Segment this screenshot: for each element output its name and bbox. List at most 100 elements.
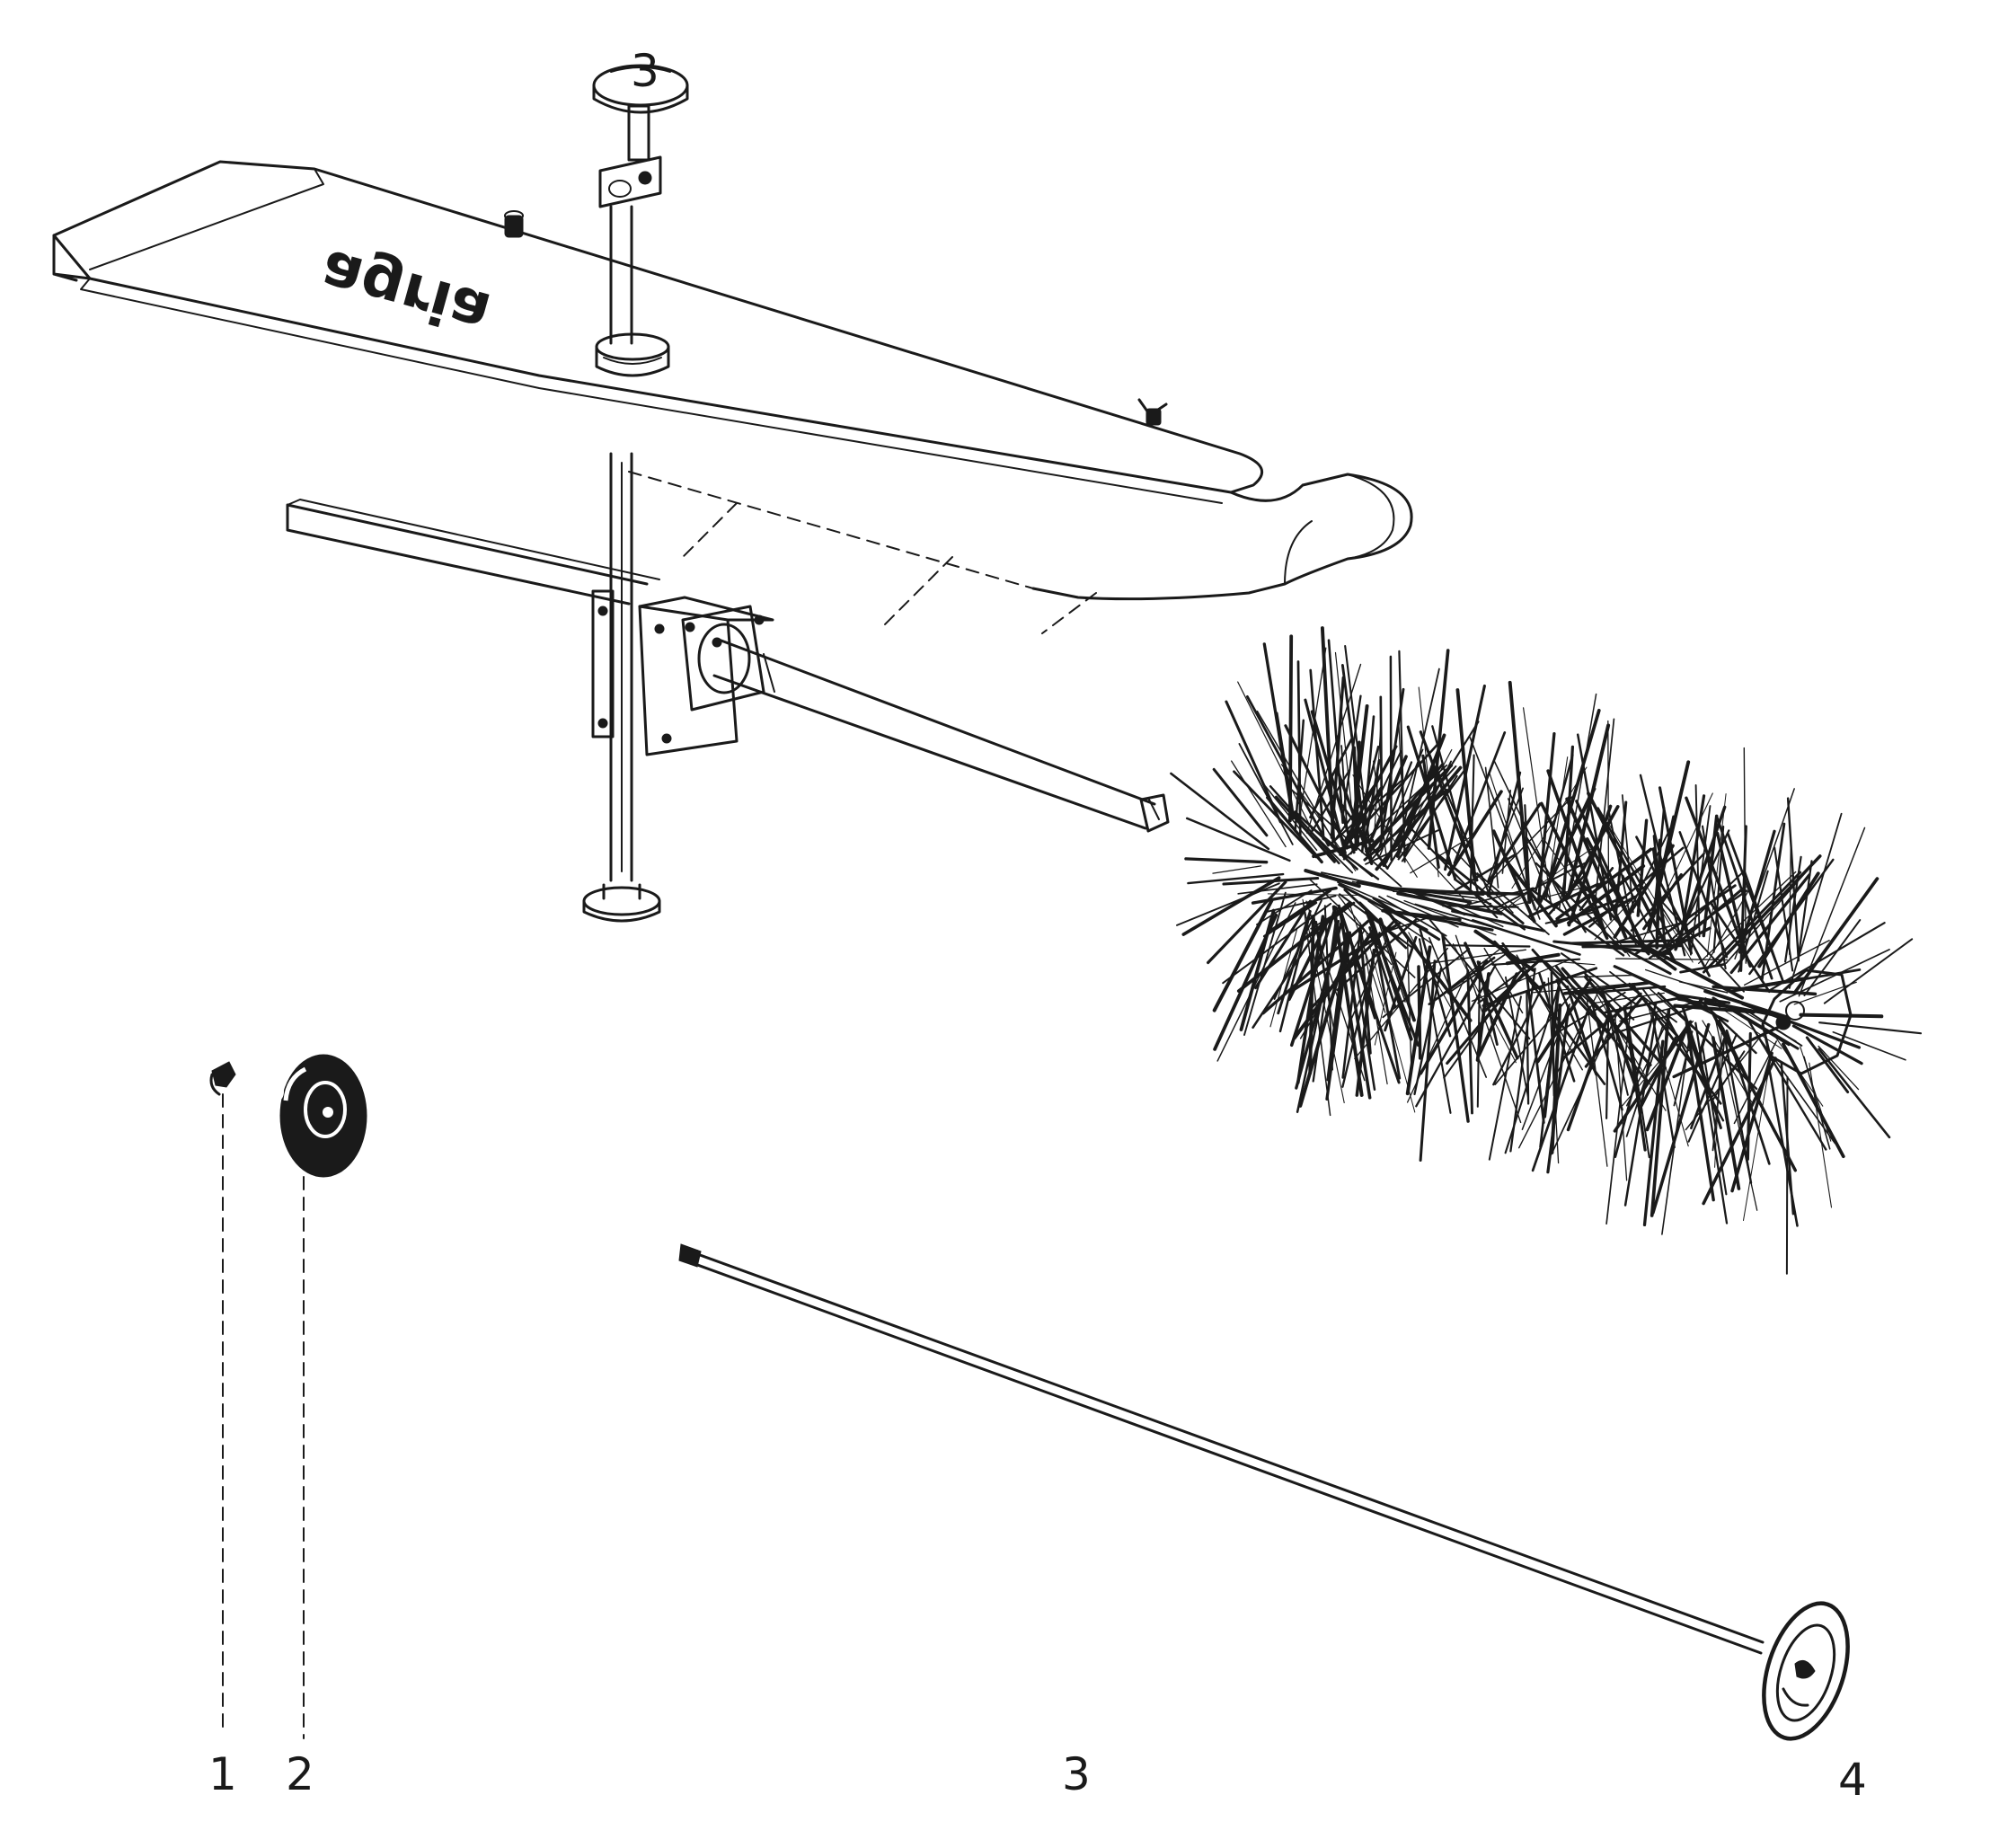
bristle <box>1679 963 1726 974</box>
bristle <box>1473 929 1535 972</box>
bristle <box>1623 1004 1647 1152</box>
bristle <box>1581 943 1684 949</box>
part-label-1: 1 <box>208 1748 237 1800</box>
bristle <box>1703 889 1750 968</box>
bristle <box>1419 959 1489 1075</box>
bristle <box>1254 899 1312 990</box>
bristle <box>1493 759 1573 924</box>
bristle <box>1798 827 1866 997</box>
bristle <box>1231 760 1287 848</box>
bristle <box>1266 796 1323 864</box>
bristle <box>1501 789 1511 874</box>
bristle <box>1364 758 1381 839</box>
bristle <box>1436 767 1491 897</box>
bristle <box>1721 1027 1753 1184</box>
bristle <box>1296 660 1302 836</box>
height-adjustment-assembly: 3 <box>582 45 689 923</box>
bristle <box>1455 934 1522 1124</box>
bristle <box>1558 991 1626 1032</box>
bristle <box>1702 1046 1728 1196</box>
bristle <box>1378 895 1447 937</box>
adjuster-knob[interactable]: 3 <box>592 45 689 114</box>
bristle <box>1799 1012 1884 1019</box>
post-clamp <box>598 155 662 208</box>
bristle <box>1320 871 1417 894</box>
bristle <box>1464 887 1535 906</box>
bristle <box>1341 924 1362 1079</box>
bristle <box>1562 981 1650 995</box>
bristle <box>1421 754 1440 869</box>
bristle <box>1522 707 1552 902</box>
bristle <box>1535 754 1574 893</box>
bristle <box>1379 695 1384 837</box>
bristle <box>1628 1027 1650 1159</box>
bristle <box>1309 738 1353 819</box>
bristle <box>1349 931 1376 1092</box>
bristle <box>1261 915 1375 1015</box>
bristle <box>1212 767 1269 837</box>
bristle <box>1340 664 1369 858</box>
bristle <box>1791 1024 1863 1065</box>
part-3-tie-rod <box>678 1243 1765 1655</box>
bristle <box>1274 795 1336 863</box>
bristle <box>1797 860 1813 960</box>
bristle <box>1419 928 1452 1038</box>
bristle <box>1818 1021 1922 1035</box>
bristle <box>1733 1005 1797 1042</box>
bristle <box>1341 932 1381 1088</box>
bristle <box>1530 888 1625 957</box>
bristle <box>1396 891 1504 915</box>
bristle <box>1748 858 1835 976</box>
bristle <box>1501 942 1606 1085</box>
bristle <box>1403 899 1497 936</box>
part-labels: 1 2 3 4 <box>208 1748 1867 1806</box>
hood-left-end <box>52 234 92 282</box>
bristle <box>1487 771 1522 897</box>
bristle <box>1673 1030 1694 1107</box>
bristle <box>1216 902 1296 1062</box>
bristle <box>1321 915 1345 1001</box>
bristle <box>1212 865 1262 874</box>
bristle <box>1613 1020 1693 1133</box>
bristle <box>1560 952 1638 1006</box>
bristle <box>1712 826 1725 953</box>
bristle <box>1619 999 1703 1022</box>
output-shaft <box>712 638 1170 833</box>
bristle <box>1386 895 1459 928</box>
bristle <box>1341 694 1362 820</box>
bristle <box>1729 873 1811 975</box>
bristle <box>1624 970 1729 1022</box>
bristle <box>1454 878 1526 931</box>
bristle <box>1793 877 1880 995</box>
bristle <box>1256 710 1346 861</box>
brush-roller <box>1170 626 1922 1275</box>
bristle <box>1339 786 1383 856</box>
bristle <box>1702 1020 1753 1103</box>
bristle <box>1405 835 1473 910</box>
bristle <box>1491 829 1536 924</box>
bristle <box>1818 1045 1860 1091</box>
bristle <box>1382 948 1471 1019</box>
brush-bristles <box>1170 626 1922 1275</box>
bristle <box>1561 992 1642 1059</box>
bristle <box>1540 801 1609 941</box>
bristle <box>1832 1031 1906 1061</box>
bristle <box>1818 1048 1891 1139</box>
mount-bracket <box>591 589 615 738</box>
bristle <box>1539 985 1561 1148</box>
bristle <box>1743 871 1781 971</box>
square-drive-tube <box>286 499 660 606</box>
bristle <box>1483 959 1541 1012</box>
bristle <box>1550 1004 1562 1154</box>
bristle <box>1419 730 1479 882</box>
bristle <box>1454 853 1516 892</box>
bristle <box>1809 1062 1833 1208</box>
bristle <box>1651 1022 1711 1215</box>
bristle <box>1451 909 1546 933</box>
post-foot <box>582 883 661 923</box>
bristle <box>1386 721 1480 870</box>
drive-assembly <box>286 499 1170 833</box>
bristle <box>1543 708 1601 898</box>
bristle <box>1579 880 1650 956</box>
bristle <box>1469 754 1475 891</box>
